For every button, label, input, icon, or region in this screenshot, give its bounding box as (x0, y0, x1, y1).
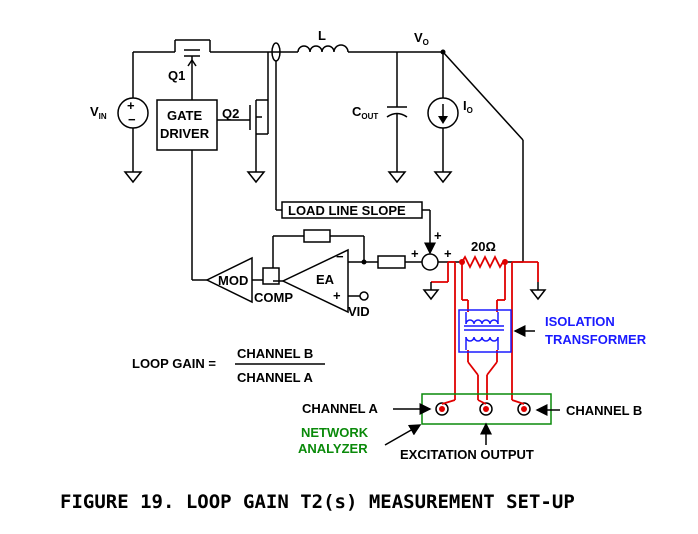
gate-driver: GATE DRIVER (156, 99, 250, 281)
gate-driver-line2: DRIVER (160, 126, 210, 141)
isolation-label-line2: TRANSFORMER (545, 332, 647, 347)
summing-junction (421, 253, 439, 271)
vid-label: VID (348, 304, 370, 319)
vin-minus: − (128, 112, 136, 127)
output-capacitor: COUT (352, 52, 408, 184)
mod-label: MOD (218, 273, 248, 288)
q2-label: Q2 (222, 106, 239, 121)
summer-plus-top: + (434, 228, 442, 243)
vo-label: VO (414, 30, 429, 47)
io-label: IO (463, 98, 473, 115)
network-analyzer-line1: NETWORK (301, 425, 369, 440)
ea-plus: + (333, 288, 341, 303)
summer-plus-right: + (444, 246, 452, 261)
injection-grounds (422, 282, 547, 301)
inductor-coil (297, 44, 349, 53)
vin-source: + − VIN (90, 52, 149, 184)
injection-resistor (461, 254, 504, 270)
vid-terminal (359, 291, 369, 301)
channel-b-label: CHANNEL B (566, 403, 642, 418)
vin-plus: + (127, 98, 135, 113)
channel-a-label: CHANNEL A (302, 401, 378, 416)
isolation-transformer (458, 309, 512, 353)
feedback-loop: LOAD LINE SLOPE + + + EA − + VID COMP (205, 201, 462, 319)
load-current-source: IO (427, 52, 473, 184)
excitation-output-label: EXCITATION OUTPUT (400, 447, 534, 462)
vin-label: VIN (90, 104, 107, 121)
modulator (205, 256, 253, 304)
resistor-20ohm-label: 20Ω (471, 239, 496, 254)
network-analyzer-line2: ANALYZER (298, 441, 368, 456)
load-line-slope-label: LOAD LINE SLOPE (288, 203, 406, 218)
cout-label: COUT (352, 104, 378, 121)
summer-plus-left: + (411, 246, 419, 261)
power-stage: L VO Q1 + − VIN GATE (90, 28, 524, 281)
q1-mosfet: Q1 (168, 39, 211, 100)
ea-minus: − (336, 249, 344, 264)
ea-label: EA (316, 272, 335, 287)
figure-caption: FIGURE 19. LOOP GAIN T2(s) MEASUREMENT S… (60, 491, 575, 513)
comp-label: COMP (254, 290, 293, 305)
comp-node (262, 267, 280, 285)
q2-mosfet: Q2 (222, 52, 269, 184)
loop-gain-formula: LOOP GAIN = CHANNEL B CHANNEL A (132, 346, 325, 385)
q1-label: Q1 (168, 68, 185, 83)
loop-gain-label: LOOP GAIN = (132, 356, 216, 371)
inductor-label: L (318, 28, 326, 43)
isolation-label-line1: ISOLATION (545, 314, 615, 329)
error-amplifier (281, 248, 349, 314)
gate-driver-line1: GATE (167, 108, 202, 123)
loop-gain-denominator: CHANNEL A (237, 370, 313, 385)
loop-gain-numerator: CHANNEL B (237, 346, 313, 361)
